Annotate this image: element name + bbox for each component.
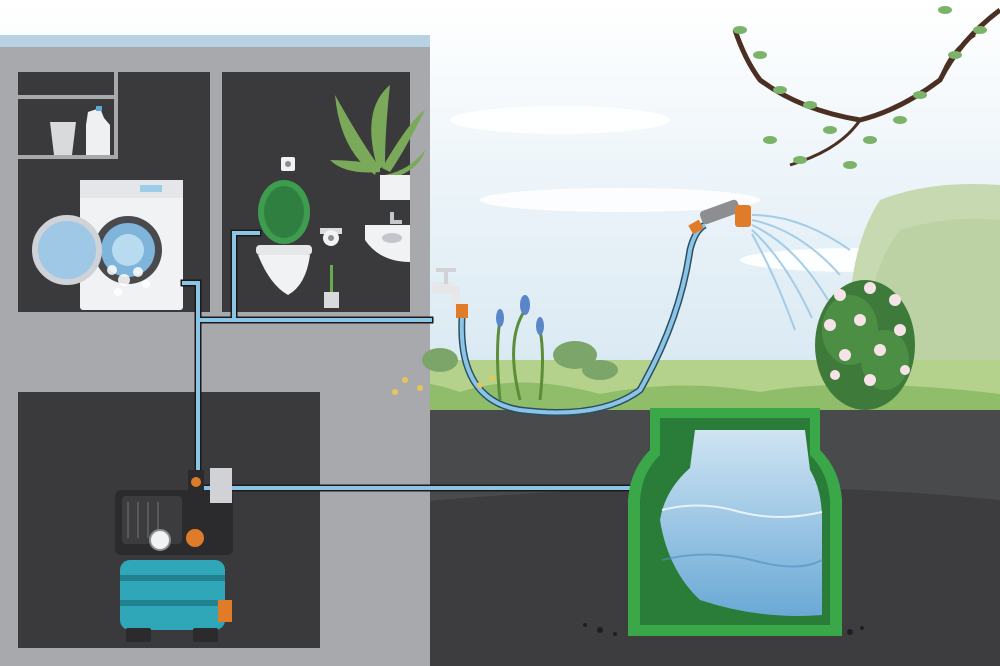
pressure-gauge: [149, 529, 171, 551]
toilet-brush: [324, 265, 339, 308]
water-pipes: [180, 229, 632, 492]
stored-water: [660, 430, 822, 616]
washing-machine: [32, 180, 183, 310]
outdoor-tap: [432, 268, 468, 318]
garden-flowers: [392, 295, 618, 401]
underground-tank: [583, 408, 864, 636]
toilet-paper-holder: [320, 228, 342, 246]
laundry-shelf: [18, 72, 118, 159]
roof-edge: [0, 35, 430, 47]
bucket: [50, 122, 76, 155]
wall-outlet: [281, 157, 295, 171]
rose-bush: [815, 280, 915, 410]
tree-branch: [732, 6, 1000, 169]
fern-plant: [330, 85, 425, 200]
wash-basin: [365, 212, 410, 262]
water-spray: [751, 214, 851, 331]
machine-door: [32, 215, 102, 285]
toilet: [256, 180, 312, 295]
garden-hose: [458, 221, 707, 416]
detergent-bottle: [86, 108, 110, 155]
spray-nozzle: [688, 199, 751, 235]
domestic-water-works-pump: [115, 468, 233, 642]
